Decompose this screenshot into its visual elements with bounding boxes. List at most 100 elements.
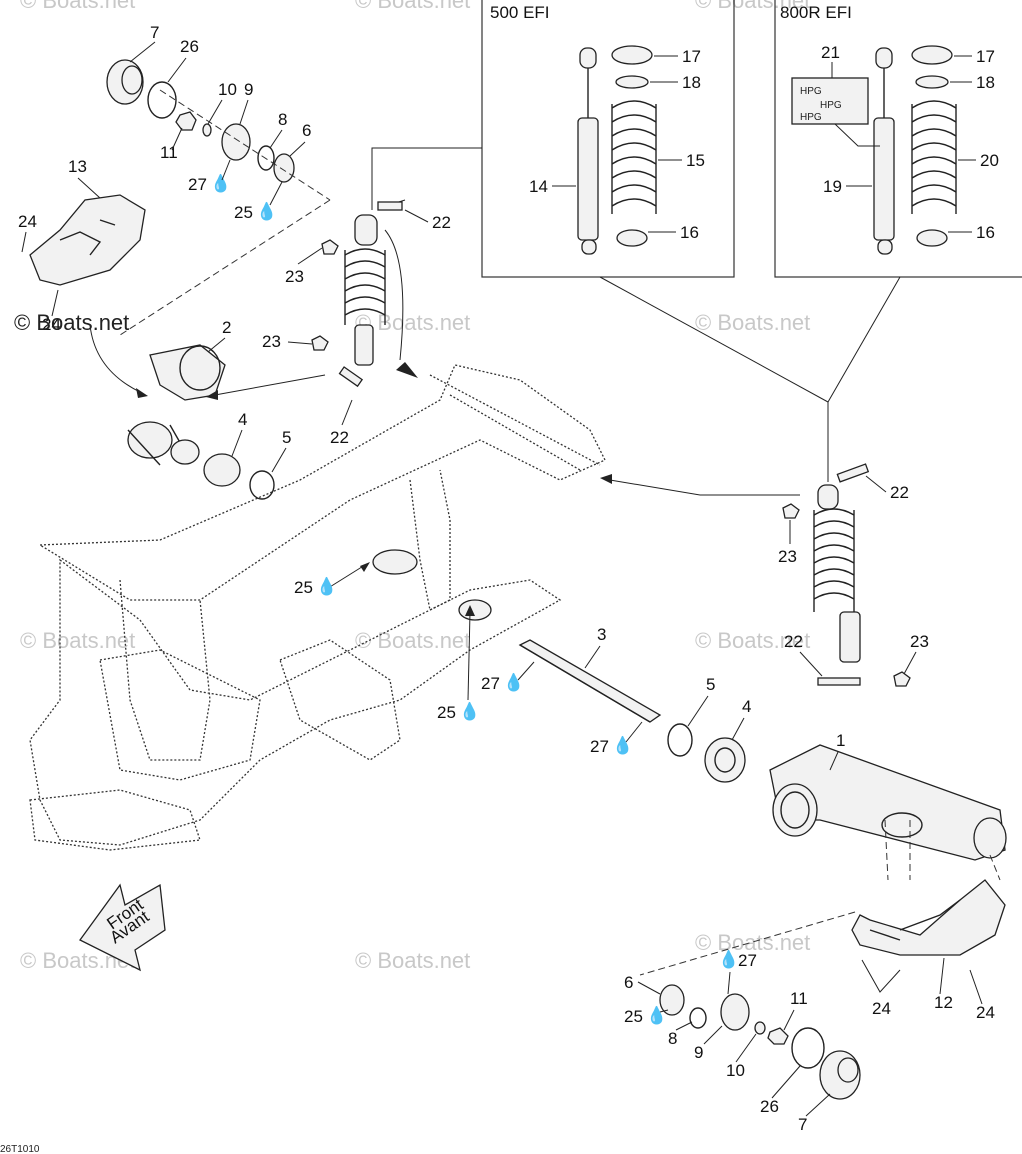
watermark-text: © Boats.net — [355, 628, 470, 653]
main-shock-right — [600, 463, 911, 687]
pivot-tube — [458, 599, 492, 621]
decal-text: HPG — [800, 112, 822, 123]
callout-label: 23 — [262, 332, 281, 351]
callout-label: 24 — [872, 999, 891, 1018]
hpg-decal — [791, 77, 869, 125]
callout-label: 22 — [330, 428, 349, 447]
callout-label: 24 — [18, 212, 37, 231]
callout-label: 10 — [726, 1061, 745, 1080]
callout-label: 23 — [910, 632, 929, 651]
callout-label: 9 — [694, 1043, 703, 1062]
svg-text:💧: 💧 — [612, 735, 633, 755]
left-hub-assembly — [106, 59, 331, 336]
svg-text:💧: 💧 — [256, 201, 277, 221]
decal-text: HPG — [800, 86, 822, 97]
swing-arm-1 — [769, 744, 1007, 881]
callout-label: 26 — [760, 1097, 779, 1116]
main-shock-left — [311, 199, 406, 388]
pivot-shaft-3 — [518, 639, 746, 783]
inset-title: 500 EFI — [490, 3, 550, 22]
svg-text:💧: 💧 — [459, 701, 480, 721]
svg-text:💧: 💧 — [316, 576, 337, 596]
callout-label: 22 — [784, 632, 803, 651]
callout-label: 16 — [976, 223, 995, 242]
watermark-text: © Boats.net — [20, 628, 135, 653]
watermark-text: © Boats.net — [20, 0, 135, 13]
callout-label: 12 — [934, 993, 953, 1012]
callout-label: 26 — [180, 37, 199, 56]
shock-500-inset — [577, 45, 657, 255]
vehicle-frame — [29, 364, 606, 851]
svg-text:💧: 💧 — [718, 949, 739, 969]
watermark-text: © Boats.net — [14, 310, 129, 335]
callout-label: 14 — [529, 177, 548, 196]
svg-text:💧: 💧 — [503, 672, 524, 692]
front-direction-arrow: Front Avant — [79, 883, 166, 972]
callout-label: 11 — [790, 989, 808, 1008]
inset-connectors — [599, 276, 901, 482]
callout-label: 18 — [976, 73, 995, 92]
watermark-text: © Boats.net — [695, 930, 810, 955]
callout-label: 6 — [624, 973, 633, 992]
right-cover-12 — [851, 879, 1006, 956]
assembly-arrows — [89, 229, 475, 701]
svg-text:💧: 💧 — [210, 173, 231, 193]
callout-label: 13 — [68, 157, 87, 176]
callout-label: 1 — [836, 731, 845, 750]
callout-label: 25 — [294, 578, 313, 597]
callout-label: 9 — [244, 80, 253, 99]
callout-label: 20 — [980, 151, 999, 170]
callout-label: 2 — [222, 318, 231, 337]
callout-label: 23 — [778, 547, 797, 566]
watermark-text: © Boats.net — [695, 0, 810, 13]
figure-code: 26T1010 — [0, 1144, 40, 1154]
decal-text: HPG — [820, 100, 842, 111]
callout-label: 17 — [976, 47, 995, 66]
callout-labels: 7 26 10 9 8 6 11 27 💧 25 💧 13 24 24 © Bo… — [14, 23, 999, 1134]
watermark-text: © Boats.net — [695, 310, 810, 335]
callout-label: 8 — [278, 110, 287, 129]
callout-label: 11 — [160, 143, 178, 162]
callout-label: 4 — [742, 697, 751, 716]
pivot-tube — [372, 549, 418, 575]
shock-800r-inset: HPG HPG HPG — [791, 45, 957, 255]
callout-label: 27 — [481, 674, 500, 693]
inset-box-500-efi: 500 EFI — [371, 0, 735, 278]
watermark-text: © Boats.net — [355, 948, 470, 973]
callout-label: 8 — [668, 1029, 677, 1048]
watermark-layer: © Boats.net © Boats.net © Boats.net © Bo… — [20, 0, 810, 973]
inset-title: 800R EFI — [780, 3, 852, 22]
callout-label: 4 — [238, 410, 247, 429]
callout-label: 19 — [823, 177, 842, 196]
callout-label: 3 — [597, 625, 606, 644]
watermark-text: © Boats.net — [695, 628, 810, 653]
callout-label: 18 — [682, 73, 701, 92]
callout-label: 21 — [821, 43, 840, 62]
callout-label: 22 — [432, 213, 451, 232]
callout-label: 27 — [188, 175, 207, 194]
callout-label: 7 — [798, 1115, 807, 1134]
swing-arm-bracket — [127, 344, 275, 500]
callout-label: 22 — [890, 483, 909, 502]
right-hub-assembly — [639, 911, 861, 1100]
watermark-text: © Boats.net — [355, 310, 470, 335]
callout-label: 24 — [42, 315, 61, 334]
callout-label: 15 — [686, 151, 705, 170]
callout-label: 6 — [302, 121, 311, 140]
callout-label: 24 — [976, 1003, 995, 1022]
callout-label: 16 — [680, 223, 699, 242]
watermark-text: © Boats.net — [355, 0, 470, 13]
callout-label: 17 — [682, 47, 701, 66]
callout-label: 7 — [150, 23, 159, 42]
callout-label: 5 — [282, 428, 291, 447]
callout-label: 27 — [590, 737, 609, 756]
callout-label: 25 — [437, 703, 456, 722]
callout-label: 5 — [706, 675, 715, 694]
callout-label: 27 — [738, 951, 757, 970]
callout-label: 25 — [624, 1007, 643, 1026]
callout-label: 10 — [218, 80, 237, 99]
callout-label: 25 — [234, 203, 253, 222]
left-cover-13 — [29, 194, 146, 286]
callout-label: 23 — [285, 267, 304, 286]
